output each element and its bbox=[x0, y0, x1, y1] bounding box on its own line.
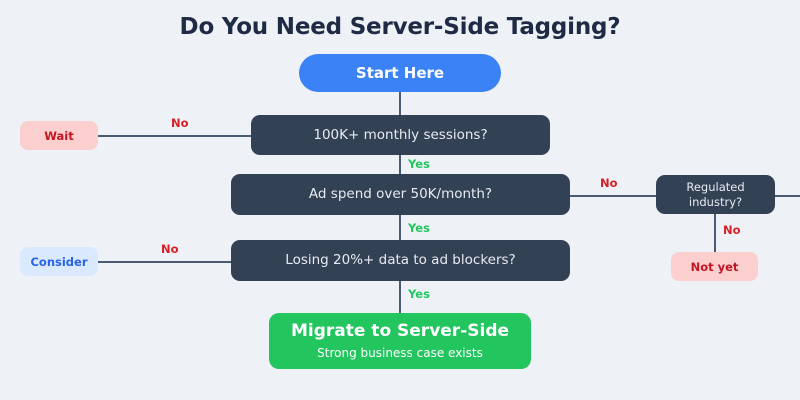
node-decision-regulated-industry-label: Regulated industry? bbox=[686, 180, 745, 209]
node-outcome-wait-label: Wait bbox=[44, 128, 74, 143]
edge-label-decision3-yes: Yes bbox=[408, 287, 430, 301]
node-decision-monthly-sessions-label: 100K+ monthly sessions? bbox=[313, 126, 488, 143]
connector-decision3-no bbox=[98, 261, 232, 263]
connector-decision2-no bbox=[570, 195, 656, 197]
edge-label-decision1-yes: Yes bbox=[408, 157, 430, 171]
page-title: Do You Need Server-Side Tagging? bbox=[179, 14, 621, 40]
node-outcome-consider-label: Consider bbox=[30, 254, 88, 269]
connector-decision4-right-stub bbox=[775, 195, 800, 197]
node-decision-ad-spend-label: Ad spend over 50K/month? bbox=[308, 186, 493, 203]
node-decision-ad-blockers-label: Losing 20%+ data to ad blockers? bbox=[285, 252, 516, 269]
node-outcome-migrate[interactable]: Migrate to Server-Side Strong business c… bbox=[269, 313, 531, 369]
edge-label-decision2-no: No bbox=[600, 176, 618, 190]
node-outcome-consider[interactable]: Consider bbox=[20, 247, 98, 276]
node-outcome-migrate-subtitle: Strong business case exists bbox=[317, 345, 483, 360]
node-outcome-not-yet-label: Not yet bbox=[690, 259, 739, 274]
edge-label-decision2-yes: Yes bbox=[408, 221, 430, 235]
connector-decision3-to-migrate bbox=[399, 281, 401, 313]
connector-start-to-decision1 bbox=[399, 90, 401, 116]
node-outcome-not-yet[interactable]: Not yet bbox=[671, 252, 758, 281]
node-start[interactable]: Start Here bbox=[299, 54, 501, 92]
node-decision-regulated-industry[interactable]: Regulated industry? bbox=[656, 175, 775, 214]
connector-decision2-to-decision3 bbox=[399, 214, 401, 240]
connector-decision1-to-decision2 bbox=[399, 154, 401, 174]
node-outcome-migrate-title: Migrate to Server-Side bbox=[290, 321, 510, 342]
connector-decision1-no bbox=[98, 135, 252, 137]
node-decision-monthly-sessions[interactable]: 100K+ monthly sessions? bbox=[251, 115, 550, 155]
connector-decision4-to-notyet bbox=[714, 214, 716, 252]
node-decision-ad-blockers[interactable]: Losing 20%+ data to ad blockers? bbox=[231, 240, 570, 281]
node-outcome-wait[interactable]: Wait bbox=[20, 121, 98, 150]
edge-label-decision1-no: No bbox=[171, 116, 189, 130]
node-start-label: Start Here bbox=[355, 64, 445, 82]
edge-label-decision3-no: No bbox=[161, 242, 179, 256]
edge-label-decision4-no: No bbox=[723, 223, 741, 237]
node-decision-ad-spend[interactable]: Ad spend over 50K/month? bbox=[231, 174, 570, 215]
